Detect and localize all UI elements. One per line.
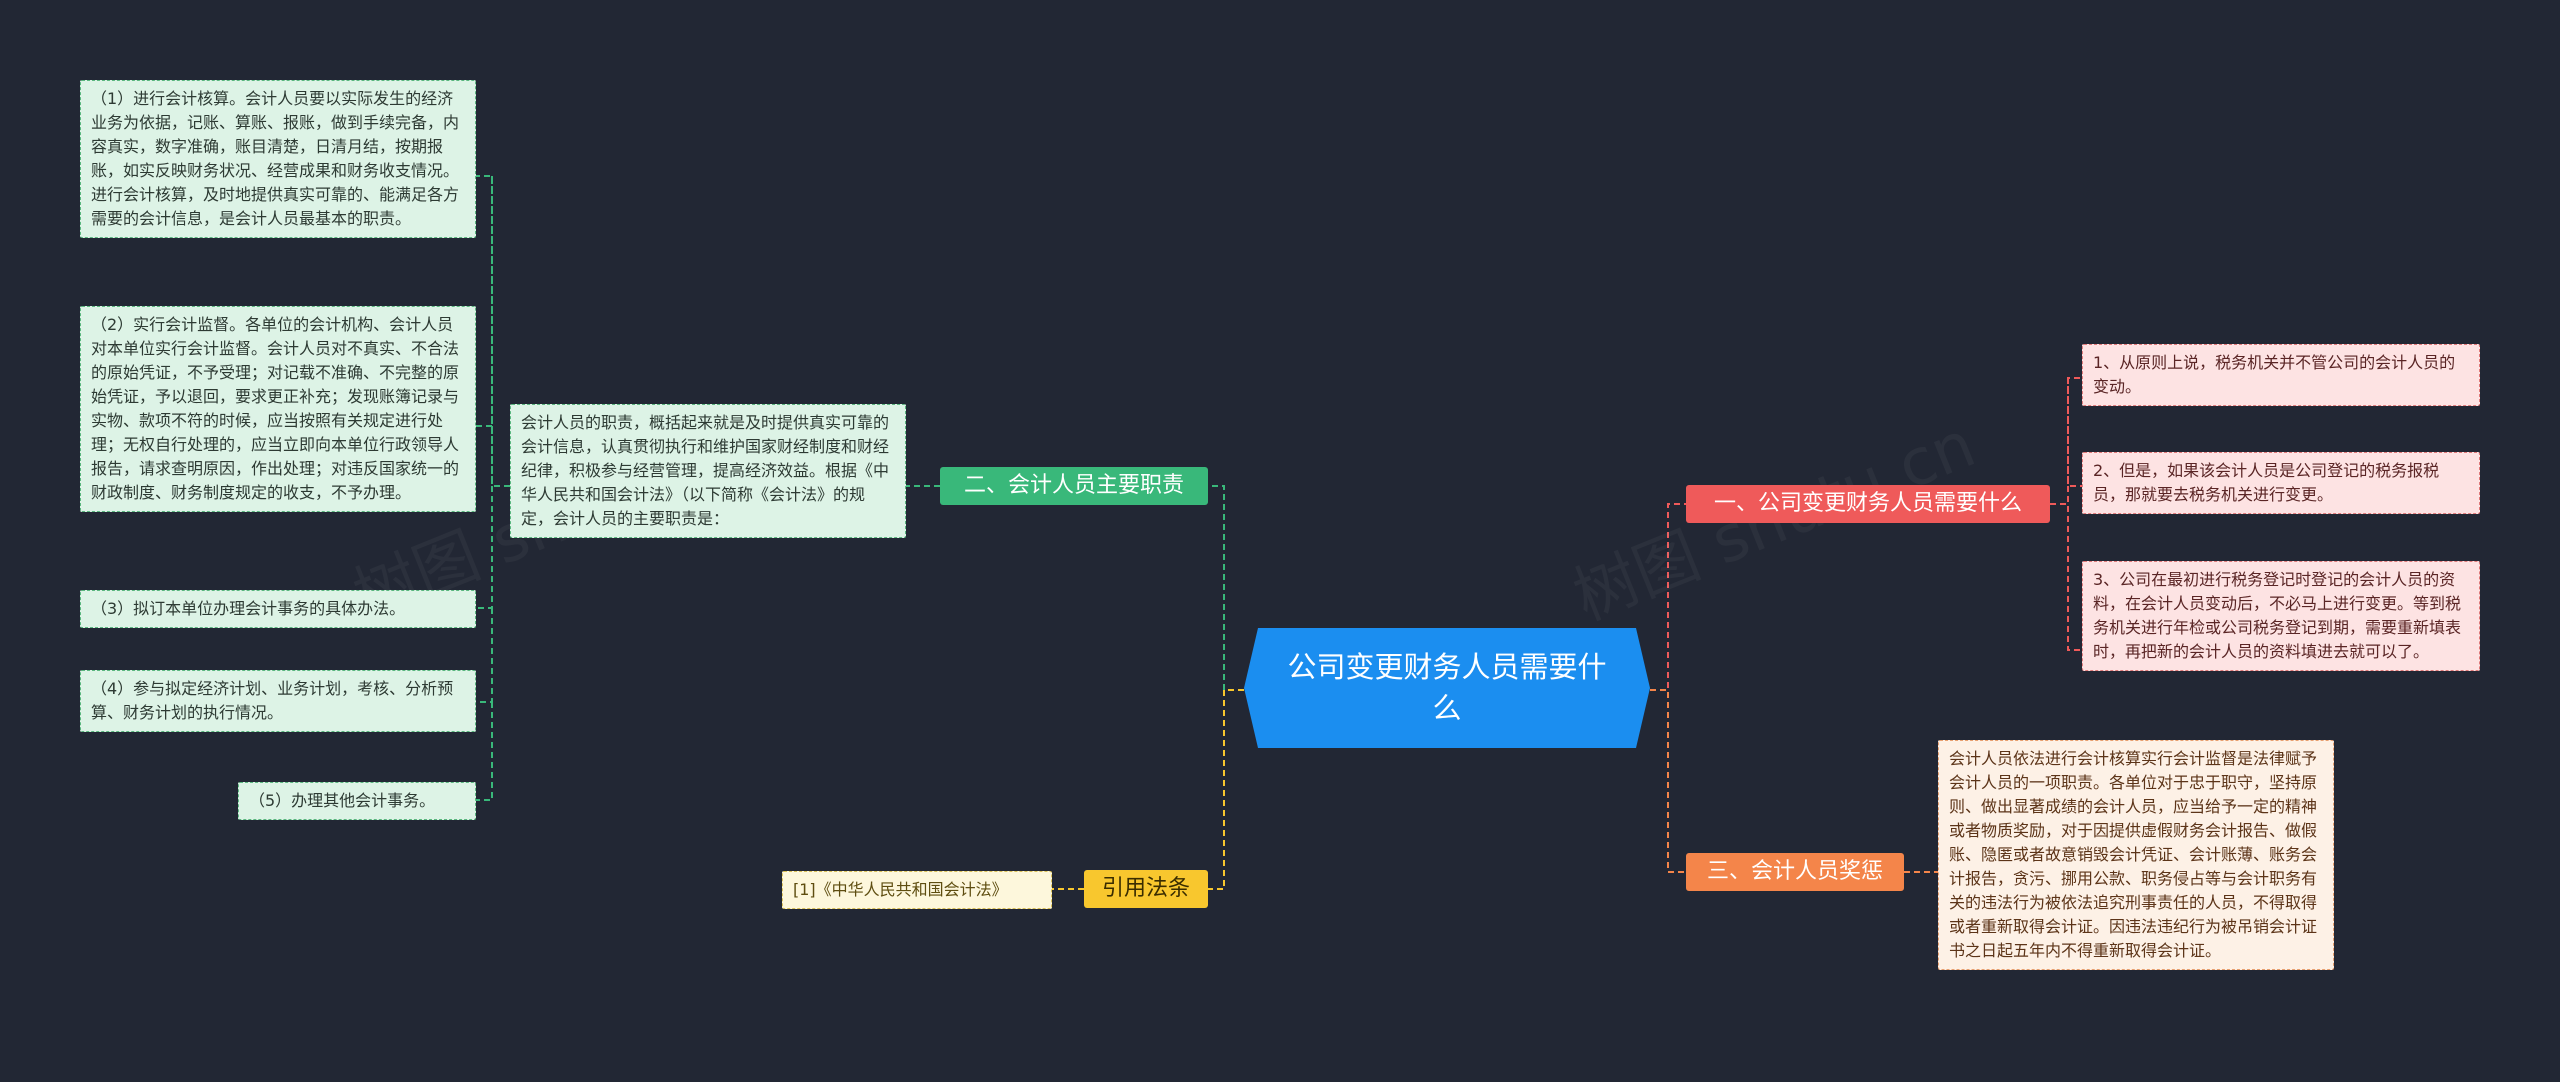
link-root-b1 (1650, 503, 1686, 691)
root-topic[interactable]: 公司变更财务人员需要什么 (1244, 628, 1650, 748)
root-hexagon-shape (1244, 628, 1650, 748)
branch-b1[interactable]: 一、公司变更财务人员需要什么 (1686, 485, 2050, 523)
b2-intro-text: 会计人员的职责，概括起来就是及时提供真实可靠的会计信息，认真贯彻执行和维护国家财… (521, 413, 890, 528)
link-intro-items (476, 175, 510, 801)
b2-item-3-text: （3）拟订本单位办理会计事务的具体办法。 (91, 599, 406, 618)
link-root-b2 (1208, 485, 1244, 691)
b1-item-2-text: 2、但是，如果该会计人员是公司登记的税务报税员，那就要去税务机关进行变更。 (2093, 461, 2440, 504)
branch-b3[interactable]: 三、会计人员奖惩 (1686, 853, 1904, 891)
b2-item-2-text: （2）实行会计监督。各单位的会计机构、会计人员对本单位实行会计监督。会计人员对不… (91, 315, 460, 502)
b2-item-5[interactable]: （5）办理其他会计事务。 (238, 782, 476, 820)
b3-text: 会计人员依法进行会计核算实行会计监督是法律赋予会计人员的一项职责。各单位对于忠于… (1949, 749, 2318, 960)
b2-item-3[interactable]: （3）拟订本单位办理会计事务的具体办法。 (80, 590, 476, 628)
branch-b4-label: 引用法条 (1101, 876, 1190, 901)
b1-item-3-text: 3、公司在最初进行税务登记时登记的会计人员的资料，在会计人员变动后，不必马上进行… (2093, 570, 2462, 661)
b1-item-1[interactable]: 1、从原则上说，税务机关并不管公司的会计人员的变动。 (2082, 344, 2480, 406)
b2-item-4[interactable]: （4）参与拟定经济计划、业务计划，考核、分析预算、财务计划的执行情况。 (80, 670, 476, 732)
branch-b2-label: 二、会计人员主要职责 (963, 473, 1184, 498)
b4-item-1[interactable]: [1]《中华人民共和国会计法》 (782, 871, 1052, 909)
b4-item-1-text: [1]《中华人民共和国会计法》 (793, 880, 1008, 899)
branch-b1-label: 一、公司变更财务人员需要什么 (1713, 491, 2022, 516)
b2-item-5-text: （5）办理其他会计事务。 (249, 791, 436, 810)
link-root-b3 (1650, 689, 1686, 873)
b1-item-1-text: 1、从原则上说，税务机关并不管公司的会计人员的变动。 (2093, 353, 2456, 396)
b2-item-4-text: （4）参与拟定经济计划、业务计划，考核、分析预算、财务计划的执行情况。 (91, 679, 454, 722)
b2-item-1-text: （1）进行会计核算。会计人员要以实际发生的经济业务为依据，记账、算账、报账，做到… (91, 89, 460, 228)
b2-item-1[interactable]: （1）进行会计核算。会计人员要以实际发生的经济业务为依据，记账、算账、报账，做到… (80, 80, 476, 238)
root-title: 公司变更财务人员需要什么 (1287, 650, 1607, 725)
branch-b2[interactable]: 二、会计人员主要职责 (940, 467, 1208, 505)
branch-b4[interactable]: 引用法条 (1084, 870, 1208, 908)
link-b1-items (2050, 377, 2082, 651)
link-root-b4 (1208, 689, 1244, 890)
b2-item-2[interactable]: （2）实行会计监督。各单位的会计机构、会计人员对本单位实行会计监督。会计人员对不… (80, 306, 476, 512)
branch-b3-label: 三、会计人员奖惩 (1706, 859, 1883, 884)
b2-intro[interactable]: 会计人员的职责，概括起来就是及时提供真实可靠的会计信息，认真贯彻执行和维护国家财… (510, 404, 906, 538)
b3-text-box[interactable]: 会计人员依法进行会计核算实行会计监督是法律赋予会计人员的一项职责。各单位对于忠于… (1938, 740, 2334, 970)
b1-item-2[interactable]: 2、但是，如果该会计人员是公司登记的税务报税员，那就要去税务机关进行变更。 (2082, 452, 2480, 514)
b1-item-3[interactable]: 3、公司在最初进行税务登记时登记的会计人员的资料，在会计人员变动后，不必马上进行… (2082, 561, 2480, 671)
